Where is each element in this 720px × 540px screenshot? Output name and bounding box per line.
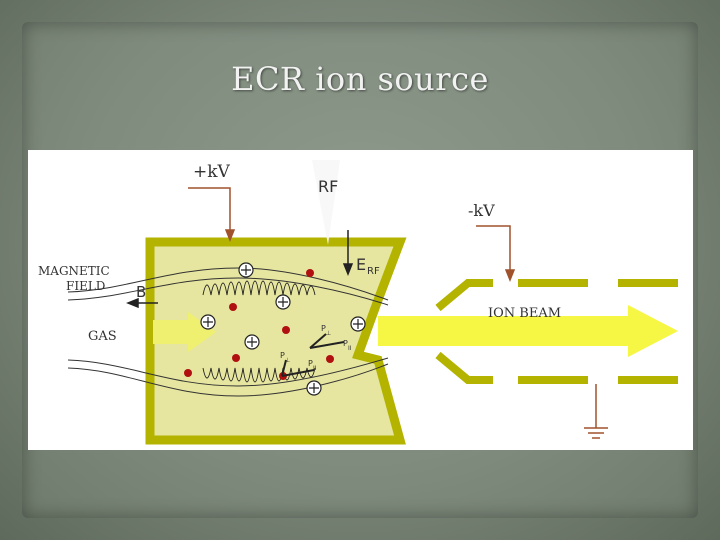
plus-kv-wire: [188, 187, 236, 243]
rf-waveguide: [312, 160, 340, 245]
ecr-diagram: +kV RF -kV E RF MAGNETIC FIELD B GAS ION…: [28, 150, 693, 450]
minus-kv-wire: [476, 225, 516, 283]
extraction-electrode-top: [435, 279, 678, 312]
p-perp-label-1: P: [321, 324, 326, 333]
magnetic-field-label-line1: MAGNETIC: [38, 264, 110, 278]
spiral-coil-bottom: [202, 367, 316, 383]
p-par-label-1: P: [343, 339, 348, 348]
e-rf-label: E: [356, 255, 366, 274]
gas-label: GAS: [88, 329, 117, 344]
gas-arrow: [153, 312, 216, 352]
p-par-sub-2: II: [313, 365, 317, 372]
p-par-label-2: P: [308, 359, 313, 368]
p-par-sub-1: II: [348, 345, 352, 352]
spiral-coil-top: [202, 280, 316, 296]
plus-kv-label: +kV: [193, 162, 231, 182]
e-rf-subscript: RF: [367, 266, 380, 277]
p-perp-label-2: P: [280, 351, 285, 360]
p-perp-sub-2: ⊥: [285, 357, 290, 364]
ion-symbols: [200, 262, 366, 396]
magnetic-field-lines: [67, 267, 389, 397]
extraction-electrode-bottom: [435, 351, 678, 384]
slide-title: ECR ion source: [231, 60, 489, 98]
magnetic-field-label-line2: FIELD: [66, 279, 105, 293]
ground-symbol: [584, 384, 608, 439]
ecr-diagram-svg: +kV RF -kV E RF MAGNETIC FIELD B GAS ION…: [38, 160, 678, 445]
minus-kv-label: -kV: [468, 201, 495, 220]
b-arrow: [125, 297, 158, 309]
momentum-vectors: [281, 333, 345, 377]
ion-beam-label: ION BEAM: [488, 306, 561, 321]
p-perp-sub-1: ⊥: [326, 330, 331, 337]
ion-beam-arrow: [378, 305, 678, 357]
e-rf-arrow: [342, 230, 354, 277]
b-label: B: [136, 283, 146, 301]
rf-label: RF: [318, 177, 338, 196]
